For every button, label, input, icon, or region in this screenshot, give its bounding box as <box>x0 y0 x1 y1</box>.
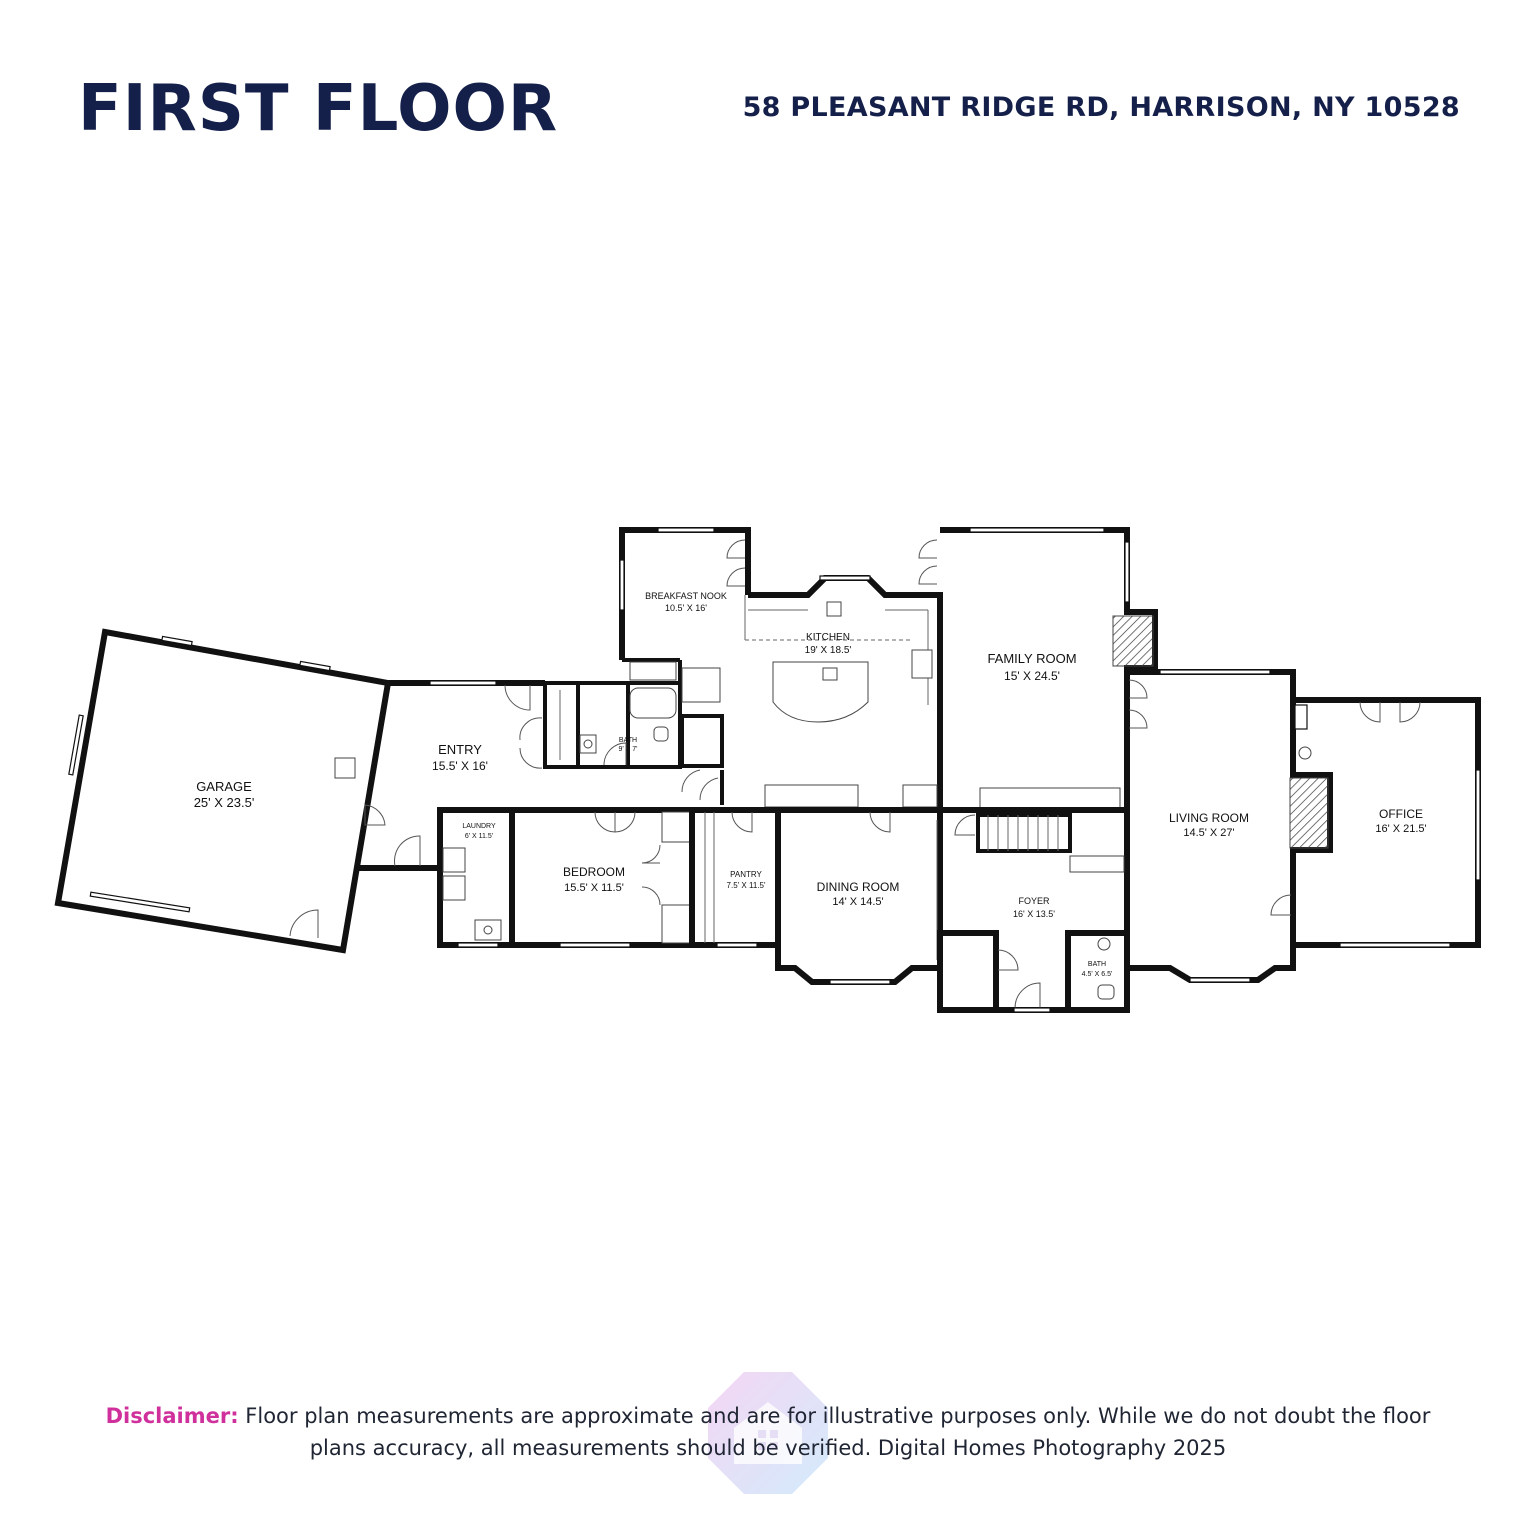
laundry-dim: 6' X 11.5' <box>465 833 493 840</box>
family-room-dim: 15' X 24.5' <box>1004 669 1060 683</box>
disclaimer-label: Disclaimer: <box>105 1404 239 1428</box>
garage <box>54 628 392 954</box>
entry-label: ENTRY <box>438 742 482 757</box>
breakfast-nook <box>619 527 751 681</box>
kitchen-label: KITCHEN <box>806 632 850 643</box>
family-room <box>918 527 1158 813</box>
garage-door-swing <box>289 909 319 938</box>
pantry-dim: 7.5' X 11.5' <box>727 881 766 890</box>
dining-room-label: DINING ROOM <box>817 880 900 894</box>
garage-dim: 25' X 23.5' <box>194 795 255 810</box>
kitchen <box>678 575 943 810</box>
dining-room-dim: 14' X 14.5' <box>832 896 883 908</box>
bath-1-label: BATH <box>619 737 637 744</box>
entry-closet <box>543 681 580 769</box>
living-room <box>1127 669 1333 983</box>
entry-dim: 15.5' X 16' <box>432 759 488 773</box>
bath-2-dim: 4.5' X 6.5' <box>1082 971 1113 978</box>
breakfast-nook-label: BREAKFAST NOOK <box>645 591 727 601</box>
laundry <box>437 807 515 948</box>
office-label: OFFICE <box>1379 807 1423 821</box>
entry <box>358 680 724 871</box>
bedroom-label: BEDROOM <box>563 865 625 879</box>
bath-1-dim: 9' X 7' <box>618 746 637 753</box>
foyer-label: FOYER <box>1018 896 1050 906</box>
page-title: FIRST FLOOR <box>78 72 559 146</box>
kitchen-island <box>772 661 869 723</box>
bath-2-label: BATH <box>1088 961 1106 968</box>
disclaimer-text: Floor plan measurements are approximate … <box>245 1404 1431 1460</box>
breakfast-nook-dim: 10.5' X 16' <box>665 603 707 613</box>
pantry-label: PANTRY <box>730 870 762 879</box>
bedroom-dim: 15.5' X 11.5' <box>564 882 624 894</box>
bath-2 <box>1065 930 1130 1013</box>
office <box>1293 697 1481 948</box>
pantry <box>689 807 781 948</box>
living-room-label: LIVING ROOM <box>1169 811 1249 825</box>
kitchen-dim: 19' X 18.5' <box>805 645 852 656</box>
family-room-label: FAMILY ROOM <box>987 651 1076 666</box>
foyer-dim: 16' X 13.5' <box>1013 909 1055 919</box>
property-address: 58 PLEASANT RIDGE RD, HARRISON, NY 10528 <box>742 92 1460 123</box>
disclaimer: Disclaimer: Floor plan measurements are … <box>100 1400 1436 1464</box>
office-dim: 16' X 21.5' <box>1375 823 1426 835</box>
laundry-label: LAUNDRY <box>462 823 496 830</box>
logo-icon <box>708 1372 828 1494</box>
bath-1 <box>576 681 682 769</box>
living-room-dim: 14.5' X 27' <box>1183 827 1234 839</box>
garage-label: GARAGE <box>196 779 252 794</box>
